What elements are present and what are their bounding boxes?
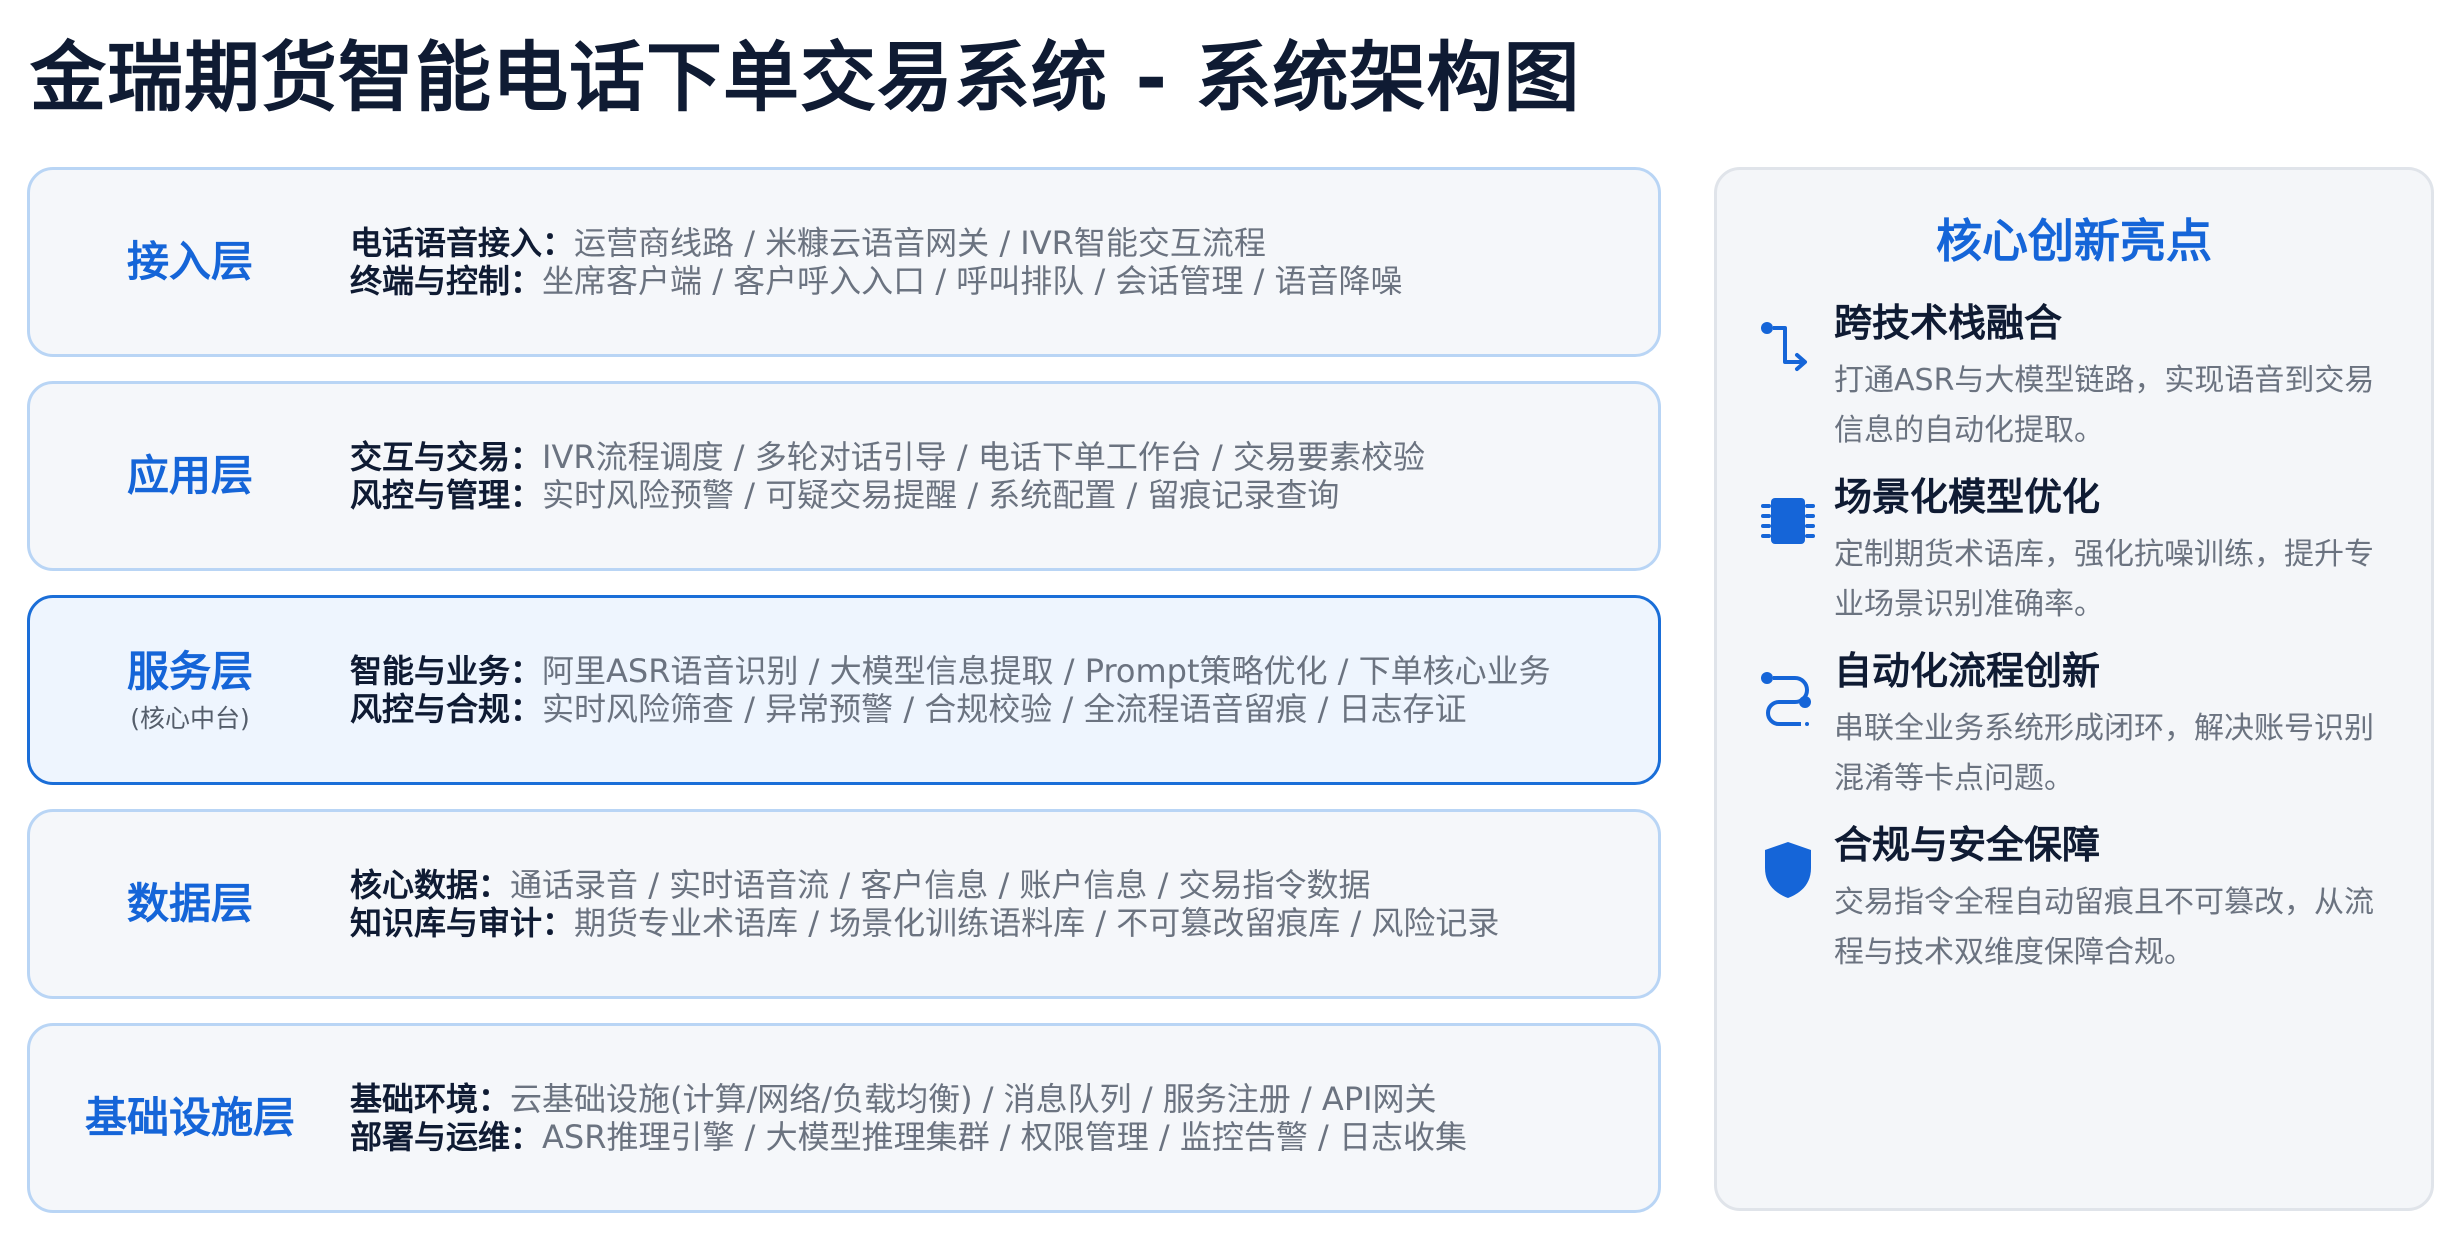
layer-name: 服务层 (核心中台) (30, 598, 350, 782)
layer-title: 应用层 (126, 451, 253, 500)
row-items: 坐席客户端 / 客户呼入入口 / 呼叫排队 / 会话管理 / 语音降噪 (542, 262, 1403, 300)
row-label: 终端与控制： (350, 262, 543, 300)
row-label: 核心数据： (350, 866, 511, 904)
feature-title: 场景化模型优化 (1834, 475, 2101, 519)
layer-row: 核心数据：通话录音 / 实时语音流 / 客户信息 / 账户信息 / 交易指令数据 (350, 866, 1638, 904)
layer-rows: 交互与交易：IVR流程调度 / 多轮对话引导 / 电话下单工作台 / 交易要素校… (350, 384, 1638, 568)
layer-title: 数据层 (126, 879, 253, 928)
row-label: 部署与运维： (350, 1118, 543, 1156)
architecture-layers: 接入层 电话语音接入：运营商线路 / 米糠云语音网关 / IVR智能交互流程 终… (27, 167, 1661, 1237)
feature-item: 场景化模型优化 定制期货术语库，强化抗噪训练，提升专业场景识别准确率。 (1717, 470, 2431, 640)
layer-data: 数据层 核心数据：通话录音 / 实时语音流 / 客户信息 / 账户信息 / 交易… (27, 809, 1661, 999)
layer-rows: 电话语音接入：运营商线路 / 米糠云语音网关 / IVR智能交互流程 终端与控制… (350, 170, 1638, 354)
layer-title: 基础设施层 (84, 1093, 295, 1142)
feature-description: 定制期货术语库，强化抗噪训练，提升专业场景识别准确率。 (1834, 537, 2374, 622)
layer-row: 部署与运维：ASR推理引擎 / 大模型推理集群 / 权限管理 / 监控告警 / … (350, 1118, 1638, 1156)
innovation-panel: 核心创新亮点 跨技术栈融合 打通ASR与大模型链路，实现语音到交易信息的自动化提… (1714, 167, 2434, 1211)
panel-title: 核心创新亮点 (1936, 214, 2212, 268)
layer-title: 服务层 (126, 647, 253, 696)
layer-infrastructure: 基础设施层 基础环境：云基础设施(计算/网络/负载均衡) / 消息队列 / 服务… (27, 1023, 1661, 1213)
layer-name: 接入层 (30, 170, 350, 354)
layer-application: 应用层 交互与交易：IVR流程调度 / 多轮对话引导 / 电话下单工作台 / 交… (27, 381, 1661, 571)
row-items: 实时风险筛查 / 异常预警 / 合规校验 / 全流程语音留痕 / 日志存证 (542, 690, 1467, 728)
row-label: 基础环境： (350, 1080, 511, 1118)
layer-title: 接入层 (126, 237, 253, 286)
route-icon (1757, 314, 1819, 380)
layer-row: 风控与管理：实时风险预警 / 可疑交易提醒 / 系统配置 / 留痕记录查询 (350, 476, 1638, 514)
page-title: 金瑞期货智能电话下单交易系统 - 系统架构图 (30, 33, 1581, 122)
row-label: 电话语音接入： (350, 224, 575, 262)
layer-name: 基础设施层 (30, 1026, 350, 1210)
row-label: 交互与交易： (350, 438, 543, 476)
shield-icon (1757, 836, 1819, 902)
layer-rows: 核心数据：通话录音 / 实时语音流 / 客户信息 / 账户信息 / 交易指令数据… (350, 812, 1638, 996)
row-label: 智能与业务： (350, 652, 543, 690)
feature-item: 跨技术栈融合 打通ASR与大模型链路，实现语音到交易信息的自动化提取。 (1717, 296, 2431, 466)
row-items: IVR流程调度 / 多轮对话引导 / 电话下单工作台 / 交易要素校验 (542, 438, 1425, 476)
row-items: 通话录音 / 实时语音流 / 客户信息 / 账户信息 / 交易指令数据 (510, 866, 1371, 904)
row-items: 运营商线路 / 米糠云语音网关 / IVR智能交互流程 (574, 224, 1266, 262)
row-label: 风控与合规： (350, 690, 543, 728)
layer-row: 知识库与审计：期货专业术语库 / 场景化训练语料库 / 不可篡改留痕库 / 风险… (350, 904, 1638, 942)
layer-name: 数据层 (30, 812, 350, 996)
layer-subtitle: (核心中台) (130, 704, 250, 733)
feature-description: 交易指令全程自动留痕且不可篡改，从流程与技术双维度保障合规。 (1834, 885, 2374, 970)
chip-icon (1757, 488, 1819, 554)
layer-rows: 智能与业务：阿里ASR语音识别 / 大模型信息提取 / Prompt策略优化 /… (350, 598, 1638, 782)
feature-title: 跨技术栈融合 (1834, 301, 2063, 345)
row-items: 期货专业术语库 / 场景化训练语料库 / 不可篡改留痕库 / 风险记录 (574, 904, 1500, 942)
layer-row: 电话语音接入：运营商线路 / 米糠云语音网关 / IVR智能交互流程 (350, 224, 1638, 262)
feature-item: 合规与安全保障 交易指令全程自动留痕且不可篡改，从流程与技术双维度保障合规。 (1717, 818, 2431, 988)
row-label: 知识库与审计： (350, 904, 575, 942)
row-label: 风控与管理： (350, 476, 543, 514)
layer-service: 服务层 (核心中台) 智能与业务：阿里ASR语音识别 / 大模型信息提取 / P… (27, 595, 1661, 785)
feature-title: 合规与安全保障 (1834, 823, 2101, 867)
layer-rows: 基础环境：云基础设施(计算/网络/负载均衡) / 消息队列 / 服务注册 / A… (350, 1026, 1638, 1210)
workflow-icon (1757, 662, 1819, 728)
layer-access: 接入层 电话语音接入：运营商线路 / 米糠云语音网关 / IVR智能交互流程 终… (27, 167, 1661, 357)
feature-item: 自动化流程创新 串联全业务系统形成闭环，解决账号识别混淆等卡点问题。 (1717, 644, 2431, 814)
layer-row: 基础环境：云基础设施(计算/网络/负载均衡) / 消息队列 / 服务注册 / A… (350, 1080, 1638, 1118)
feature-title: 自动化流程创新 (1834, 649, 2101, 693)
layer-row: 终端与控制：坐席客户端 / 客户呼入入口 / 呼叫排队 / 会话管理 / 语音降… (350, 262, 1638, 300)
row-items: 实时风险预警 / 可疑交易提醒 / 系统配置 / 留痕记录查询 (542, 476, 1340, 514)
layer-row: 智能与业务：阿里ASR语音识别 / 大模型信息提取 / Prompt策略优化 /… (350, 652, 1638, 690)
feature-description: 串联全业务系统形成闭环，解决账号识别混淆等卡点问题。 (1834, 711, 2374, 796)
layer-row: 风控与合规：实时风险筛查 / 异常预警 / 合规校验 / 全流程语音留痕 / 日… (350, 690, 1638, 728)
row-items: 阿里ASR语音识别 / 大模型信息提取 / Prompt策略优化 / 下单核心业… (542, 652, 1551, 690)
layer-row: 交互与交易：IVR流程调度 / 多轮对话引导 / 电话下单工作台 / 交易要素校… (350, 438, 1638, 476)
layer-name: 应用层 (30, 384, 350, 568)
row-items: ASR推理引擎 / 大模型推理集群 / 权限管理 / 监控告警 / 日志收集 (542, 1118, 1467, 1156)
row-items: 云基础设施(计算/网络/负载均衡) / 消息队列 / 服务注册 / API网关 (510, 1080, 1437, 1118)
feature-description: 打通ASR与大模型链路，实现语音到交易信息的自动化提取。 (1834, 363, 2375, 448)
